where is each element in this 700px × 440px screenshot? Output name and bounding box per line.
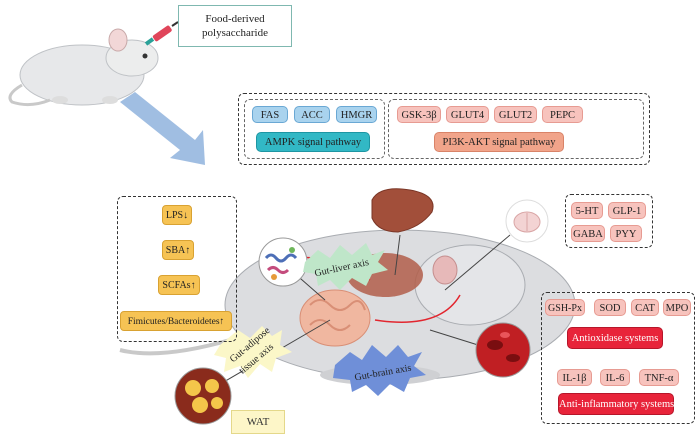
pi3k-box <box>388 99 644 159</box>
liver-icon <box>371 188 434 233</box>
ampk-box <box>244 99 385 159</box>
inflammatory-marker-tnfa: TNF-α <box>639 369 679 386</box>
gut-marker-lps: LPS↓ <box>162 205 192 225</box>
gut-marker-firmicutes-ratio: Fimicutes/Bacteroidetes↑ <box>120 311 232 331</box>
gut-marker-sba: SBA↑ <box>162 240 194 260</box>
pi3k-marker-glut4: GLUT4 <box>446 106 489 123</box>
brain-marker-gaba: GABA <box>571 225 605 242</box>
wat-label: WAT <box>231 410 285 434</box>
arrow-up-icon: ↑ <box>219 317 225 327</box>
gut-icon <box>299 289 371 347</box>
gut-marker-scfas: SCFAs↑ <box>158 275 200 295</box>
antioxidase-marker-cat: CAT <box>631 299 659 316</box>
brain-marker-glp1: GLP-1 <box>608 202 646 219</box>
arrow-up-icon: ↑ <box>190 280 196 291</box>
adipose-tissue-icon <box>174 367 232 425</box>
gut-liver-axis-burst <box>303 243 388 290</box>
anti-inflammatory-system-label: Anti-inflammatory systems <box>558 393 674 415</box>
pi3k-marker-glut2: GLUT2 <box>494 106 537 123</box>
brain-icon <box>505 199 549 243</box>
systems-panel <box>541 292 695 424</box>
brain-markers-panel <box>565 194 653 248</box>
syringe-icon <box>144 21 179 46</box>
pi3k-pathway-label: PI3K-AKT signal pathway <box>434 132 564 152</box>
arrow-down-icon: ↓ <box>183 210 189 221</box>
ampk-marker-fas: FAS <box>252 106 288 123</box>
brain-marker-5ht: 5-HT <box>571 202 603 219</box>
antioxidase-marker-sod: SOD <box>594 299 626 316</box>
inflammatory-marker-il1b: IL-1β <box>557 369 592 386</box>
food-polysaccharide-label: Food-derived polysaccharide <box>178 5 292 47</box>
mouse-icon <box>8 28 159 107</box>
pi3k-marker-pepc: PEPC <box>542 106 583 123</box>
ampk-pathway-label: AMPK signal pathway <box>256 132 370 152</box>
arrow-up-icon: ↑ <box>185 245 191 256</box>
pi3k-marker-gsk3b: GSK-3β <box>397 106 441 123</box>
bacteria-icon <box>258 237 308 287</box>
ampk-marker-acc: ACC <box>294 106 330 123</box>
antioxidase-system-label: Antioxidase systems <box>567 327 663 349</box>
antioxidase-marker-mpo: MPO <box>663 299 691 316</box>
brain-marker-pyy: PYY <box>610 225 642 242</box>
ampk-marker-hmgr: HMGR <box>336 106 377 123</box>
signal-pathways-panel <box>238 93 650 165</box>
antioxidase-marker-gshpx: GSH-Px <box>545 299 585 316</box>
gut-markers-panel <box>117 196 237 342</box>
inflammatory-marker-il6: IL-6 <box>600 369 630 386</box>
gut-brain-axis-burst <box>333 345 426 396</box>
arrow-icon <box>120 92 205 165</box>
blood-vessels-icon <box>475 322 531 378</box>
